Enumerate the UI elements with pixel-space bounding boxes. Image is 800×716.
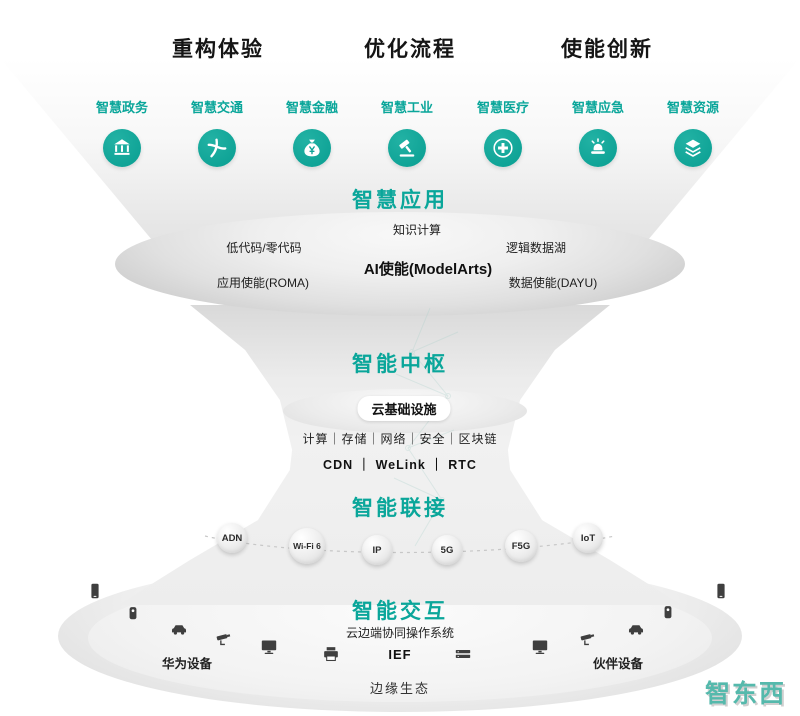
cloud-infrastructure-label: 云基础设施 (357, 396, 451, 421)
medical-icon (483, 129, 522, 167)
partner-devices-label: 伙伴设备 (592, 657, 644, 671)
emergency-icon (578, 129, 617, 167)
device-icon-speaker (124, 604, 142, 622)
application-smart-industry: 智慧工业 (381, 97, 433, 167)
infrastructure-items-label: 计算｜存储｜网络｜安全｜区块链 (302, 432, 498, 446)
benefit-header-optimize-process: 优化流程 (364, 38, 456, 61)
watermark-logo: 智东西 (704, 680, 786, 708)
application-smart-finance: 智慧金融 (286, 97, 338, 167)
connection-node-wifi6: Wi-Fi 6 (289, 528, 325, 564)
layer-title-intelligent-hub: 智能中枢 (352, 353, 448, 376)
device-icon-speaker (659, 603, 677, 621)
device-icon-car (627, 619, 645, 637)
data-enablement-label: 数据使能(DAYU) (508, 276, 598, 290)
application-smart-medical: 智慧医疗 (477, 97, 529, 167)
connection-node-5g: 5G (432, 535, 462, 565)
layer-title-intelligent-interaction: 智能交互 (352, 600, 448, 623)
application-smart-emergency: 智慧应急 (572, 97, 624, 167)
resource-icon (673, 129, 712, 167)
industry-icon (387, 129, 426, 167)
application-disc (115, 212, 685, 316)
application-smart-traffic: 智慧交通 (191, 97, 243, 167)
connection-node-iot: IoT (573, 523, 603, 553)
device-icon-printer (322, 645, 340, 663)
connection-node-ip: IP (362, 535, 392, 565)
ief-label: IEF (388, 647, 412, 662)
device-icon-camera (579, 630, 597, 648)
layer-title-smart-application: 智慧应用 (352, 189, 448, 212)
device-icon-monitor (260, 638, 278, 656)
application-label: 智慧交通 (190, 100, 244, 115)
finance-icon (292, 129, 331, 167)
huawei-devices-label: 华为设备 (161, 657, 213, 671)
edge-ecosystem-label: 边缘生态 (369, 681, 431, 696)
edge-os-label: 云边端协同操作系统 (345, 626, 455, 640)
benefit-header-enable-innovation: 使能创新 (561, 38, 653, 61)
traffic-icon (197, 129, 236, 167)
benefit-header-rebuild-experience: 重构体验 (172, 38, 264, 61)
application-label: 智慧政务 (95, 100, 149, 115)
application-label: 智慧金融 (285, 100, 339, 115)
application-smart-government: 智慧政务 (96, 97, 148, 167)
application-label: 智慧应急 (571, 100, 625, 115)
device-icon-switch (454, 645, 472, 663)
cloud-services-label: CDN ｜ WeLink ｜ RTC (323, 458, 477, 472)
application-smart-resource: 智慧资源 (667, 97, 719, 167)
ai-enablement-label: AI使能(ModelArts) (363, 261, 493, 278)
application-label: 智慧资源 (666, 100, 720, 115)
layer-title-intelligent-connection: 智能联接 (352, 497, 448, 520)
app-enablement-label: 应用使能(ROMA) (217, 276, 309, 290)
logical-data-lake-label: 逻辑数据湖 (505, 241, 567, 255)
device-icon-camera (215, 630, 233, 648)
device-icon-monitor (531, 638, 549, 656)
connection-node-f5g: F5G (505, 530, 537, 562)
knowledge-computing-label: 知识计算 (392, 223, 442, 237)
device-icon-phone (712, 582, 730, 600)
application-label: 智慧工业 (380, 100, 434, 115)
low-code-label: 低代码/零代码 (226, 241, 302, 255)
device-icon-car (170, 619, 188, 637)
application-label: 智慧医疗 (476, 100, 530, 115)
device-icon-phone (86, 582, 104, 600)
connection-node-adn: ADN (217, 523, 247, 553)
government-icon (102, 129, 141, 167)
